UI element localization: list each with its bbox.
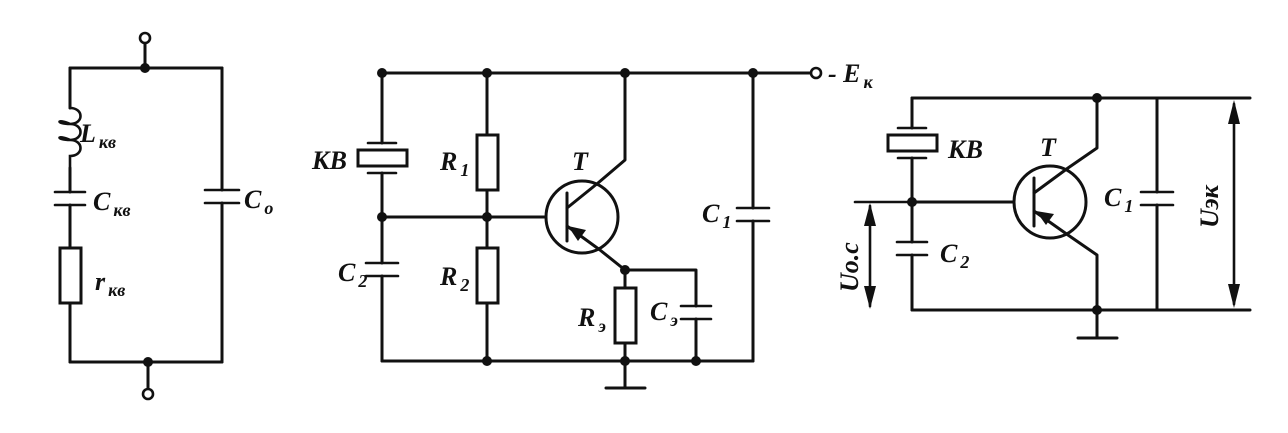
t2-emitter-arrow — [1036, 211, 1054, 225]
eq-bottom-junction — [143, 357, 153, 367]
ce-wire-top — [623, 268, 698, 308]
junction — [482, 356, 492, 366]
crystal-kv1 — [356, 148, 409, 168]
label-uoc: Uo.c — [835, 242, 864, 292]
junction — [1092, 305, 1102, 315]
uek-arrow-head-top — [1228, 100, 1240, 124]
junction — [377, 68, 387, 78]
junction — [1092, 93, 1102, 103]
t1-collector — [565, 71, 627, 210]
crystal-kv2 — [886, 133, 939, 153]
label-uek: Uэк — [1195, 184, 1224, 228]
uoc-arrow-head-top — [864, 203, 876, 226]
junction — [620, 356, 630, 366]
capacitor-c0 — [203, 188, 241, 205]
t2-emitter — [1032, 209, 1099, 312]
label-t1: T — [572, 147, 589, 176]
capacitor-c2-right — [895, 240, 929, 257]
terminal-ek — [809, 66, 823, 80]
junction — [620, 68, 630, 78]
junction — [907, 197, 917, 207]
label-kv2: КВ — [947, 135, 983, 164]
capacitor-ckv — [53, 190, 87, 207]
inductor-lkv — [58, 106, 82, 170]
eq-top-terminal — [138, 31, 152, 45]
eq-bottom-terminal — [141, 387, 155, 401]
resistor-r1 — [475, 133, 500, 192]
capacitor-c1-mid — [735, 206, 771, 223]
junction — [691, 356, 701, 366]
t2-collector — [1032, 96, 1099, 195]
transistor-t1 — [544, 179, 620, 255]
resistor-re — [613, 286, 638, 345]
junction — [482, 68, 492, 78]
label-t2: T — [1040, 133, 1057, 162]
uoc-arrow-head-bottom — [864, 286, 876, 309]
junction — [377, 212, 387, 222]
resistor-r2 — [475, 246, 500, 305]
t1-emitter-arrow — [568, 226, 586, 241]
capacitor-ce — [679, 304, 713, 321]
capacitor-c2-mid — [364, 261, 400, 278]
junction — [620, 265, 630, 275]
junction — [482, 212, 492, 222]
eq-top-junction — [140, 63, 150, 73]
transistor-t2 — [1012, 164, 1088, 240]
capacitor-c1-right — [1139, 190, 1175, 207]
junction — [748, 68, 758, 78]
resistor-rkv — [58, 246, 83, 305]
label-kv1: КВ — [311, 146, 347, 175]
uek-arrow-head-bottom — [1228, 284, 1240, 308]
